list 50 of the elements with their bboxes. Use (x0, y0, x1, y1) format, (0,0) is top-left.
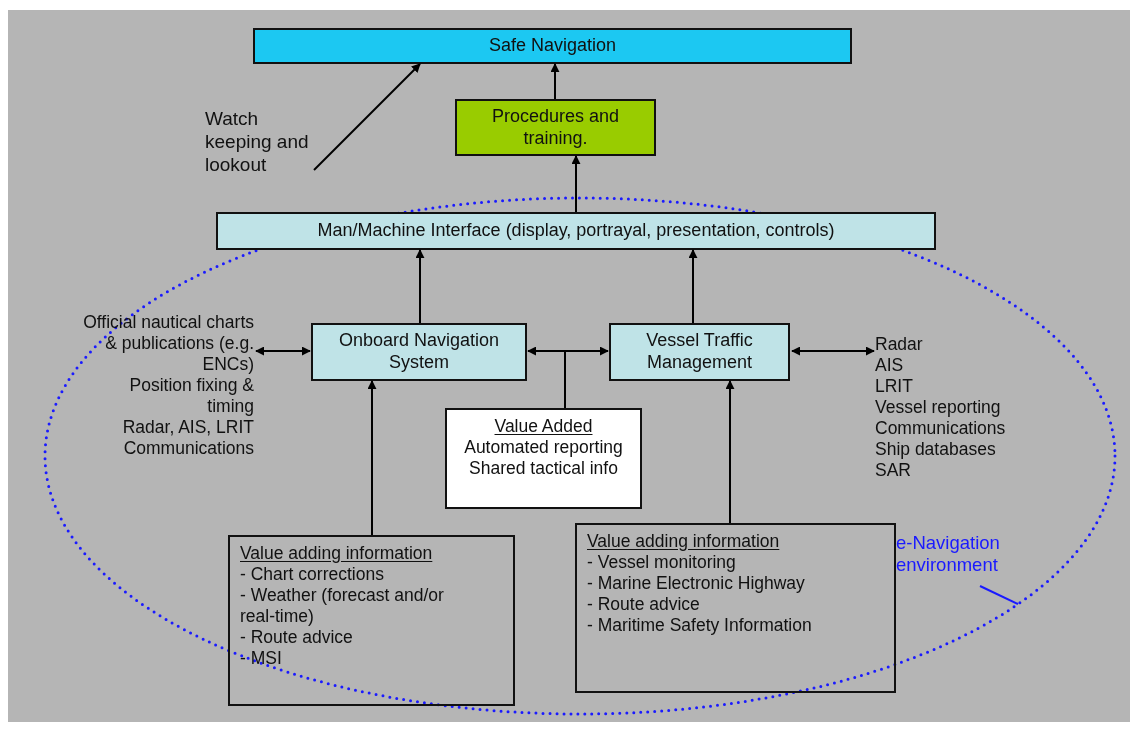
process-box (455, 99, 656, 156)
box-heading: Value adding information (587, 531, 781, 552)
list-item: - Route advice (240, 627, 354, 648)
annotation-text: Communications (122, 438, 254, 459)
arrow (313, 63, 421, 171)
arrow (255, 346, 311, 356)
arrow (688, 249, 698, 324)
annotation-text: SAR (875, 460, 912, 481)
box-label: Safe Navigation (487, 35, 618, 57)
box-heading: Value Added (493, 416, 594, 437)
list-item: Automated reporting (463, 437, 624, 458)
list-item: - Marine Electronic Highway (587, 573, 806, 594)
box-label: Procedures and training. (490, 105, 621, 150)
list-item: - Route advice (587, 594, 701, 615)
process-box (311, 323, 527, 381)
leader-line (979, 585, 1019, 605)
list-item: - Chart corrections (240, 564, 385, 585)
list-item: - Weather (forecast and/or real-time) (240, 585, 445, 627)
process-box (216, 212, 936, 250)
list-item: - Vessel monitoring (587, 552, 737, 573)
annotation-text: Radar (875, 334, 924, 355)
arrow (725, 380, 735, 524)
annotation-text: Vessel reporting (875, 397, 1002, 418)
info-box (575, 523, 896, 693)
arrow (550, 63, 560, 100)
box-label: Man/Machine Interface (display, portrayal, presentation, controls) (316, 220, 836, 242)
info-box (228, 535, 515, 706)
annotation-text: LRIT (875, 376, 914, 397)
box-label: Onboard Navigation System (337, 330, 501, 374)
box-label: Vessel Traffic Management (645, 330, 754, 374)
annotation-text: Position fixing & timing (128, 375, 254, 417)
list-item: Shared tactical info (468, 458, 619, 479)
list-item: - Maritime Safety Information (587, 615, 813, 636)
arrow (564, 346, 609, 409)
process-box (253, 28, 852, 64)
annotation-text: Radar, AIS, LRIT (121, 417, 254, 438)
arrow (791, 346, 875, 356)
annotation-text: Watch keeping and lookout (205, 108, 310, 177)
info-box (445, 408, 642, 509)
arrow (415, 249, 425, 324)
annotation-text: Official nautical charts & publications (e.g. ENCs) (82, 312, 254, 375)
area-label: e-Navigation environment (896, 532, 1001, 577)
list-item: - MSI (240, 648, 283, 669)
arrow (367, 380, 377, 536)
annotation-text: Communications (875, 418, 1007, 439)
process-box (609, 323, 790, 381)
arrow (571, 155, 581, 213)
box-heading: Value adding information (240, 543, 434, 564)
annotation-text: AIS (875, 355, 905, 376)
annotation-text: Ship databases (875, 439, 997, 460)
